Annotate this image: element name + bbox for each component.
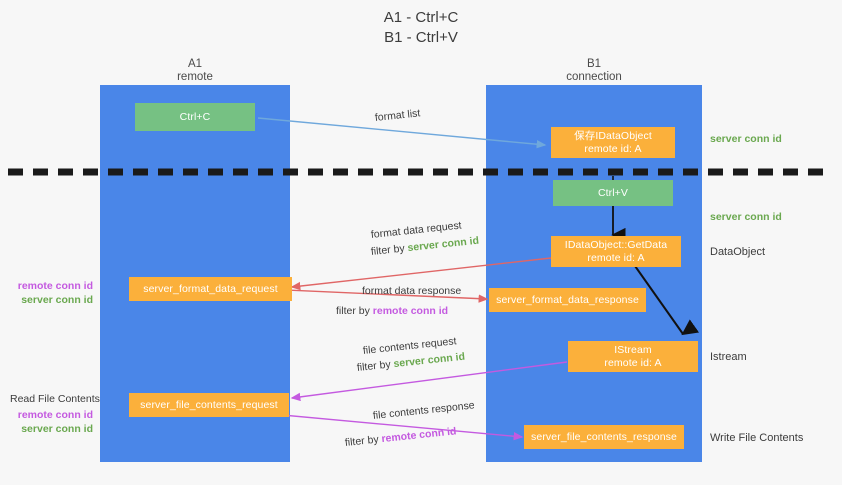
lane-a1-sub: remote — [177, 71, 213, 83]
left-ids-format-server: server conn id — [21, 294, 93, 306]
filter-prefix: filter by — [344, 433, 383, 449]
annotation-left-ids-file: remote conn id server conn id — [0, 408, 93, 436]
box-ctrl-v-label: Ctrl+V — [597, 186, 629, 199]
lane-b1-sub: connection — [566, 71, 622, 83]
page-title: A1 - Ctrl+C B1 - Ctrl+V — [0, 8, 842, 48]
box-ctrl-c-label: Ctrl+C — [179, 110, 211, 123]
box-idataobject-getdata[interactable]: IDataObject::GetData remote id: A — [551, 236, 681, 267]
box-server-file-contents-request-label: server_file_contents_request — [140, 398, 278, 411]
box-server-file-contents-response-label: server_file_contents_response — [531, 430, 677, 443]
lane-header-a1: A1 remote — [120, 58, 270, 84]
annotation-read-file-contents: Read File Contents — [10, 393, 100, 405]
box-save-idataobject[interactable]: 保存IDataObject remote id: A — [551, 127, 675, 158]
lane-a1-name: A1 — [187, 58, 203, 70]
token-remote-conn-id: remote conn id — [372, 305, 449, 317]
box-server-file-contents-request[interactable]: server_file_contents_request — [129, 393, 289, 417]
left-ids-format-remote: remote conn id — [17, 280, 93, 292]
box-istream[interactable]: IStream remote id: A — [568, 341, 698, 372]
annotation-istream: Istream — [710, 351, 747, 363]
annotation-server-conn-id-top: server conn id — [710, 133, 782, 145]
box-server-file-contents-response[interactable]: server_file_contents_response — [524, 425, 684, 449]
token-remote-conn-id: remote conn id — [380, 425, 457, 446]
left-ids-file-server: server conn id — [21, 423, 93, 435]
flow-label-format-data-response-filter: filter by remote conn id — [336, 305, 448, 318]
annotation-server-conn-id-second: server conn id — [710, 211, 782, 223]
box-ctrl-c[interactable]: Ctrl+C — [135, 103, 255, 131]
annotation-write-file-contents: Write File Contents — [710, 432, 804, 444]
box-server-format-data-request-label: server_format_data_request — [143, 282, 278, 295]
annotation-left-ids-format: remote conn id server conn id — [0, 279, 93, 307]
box-getdata-line-1: IDataObject::GetData — [564, 239, 668, 251]
left-ids-file-remote: remote conn id — [17, 409, 93, 421]
box-save-idataobject-line-1: 保存IDataObject — [574, 130, 652, 142]
box-istream-line-2: remote id: A — [604, 356, 662, 369]
flow-label-format-list: format list — [374, 107, 421, 124]
box-getdata-line-2: remote id: A — [587, 251, 645, 264]
box-server-format-data-response[interactable]: server_format_data_response — [489, 288, 646, 312]
filter-prefix: filter by — [370, 242, 409, 258]
lane-b1-name: B1 — [586, 58, 602, 70]
filter-prefix: filter by — [336, 305, 373, 317]
box-server-format-data-request[interactable]: server_format_data_request — [129, 277, 292, 301]
box-istream-line-1: IStream — [614, 344, 652, 356]
lane-header-b1: B1 connection — [519, 58, 669, 84]
flow-label-file-contents-response-filter: filter by remote conn id — [344, 425, 457, 450]
box-ctrl-v[interactable]: Ctrl+V — [553, 180, 673, 206]
title-line-1: A1 - Ctrl+C — [383, 9, 459, 26]
title-line-2: B1 - Ctrl+V — [384, 29, 458, 46]
box-save-idataobject-line-2: remote id: A — [584, 142, 642, 155]
filter-prefix: filter by — [356, 358, 395, 374]
box-server-format-data-response-label: server_format_data_response — [496, 293, 639, 306]
annotation-dataobject: DataObject — [710, 246, 766, 258]
flow-label-format-data-response: format data response — [362, 285, 462, 297]
flow-label-file-contents-response: file contents response — [372, 399, 476, 422]
token-server-conn-id: server conn id — [406, 234, 480, 255]
